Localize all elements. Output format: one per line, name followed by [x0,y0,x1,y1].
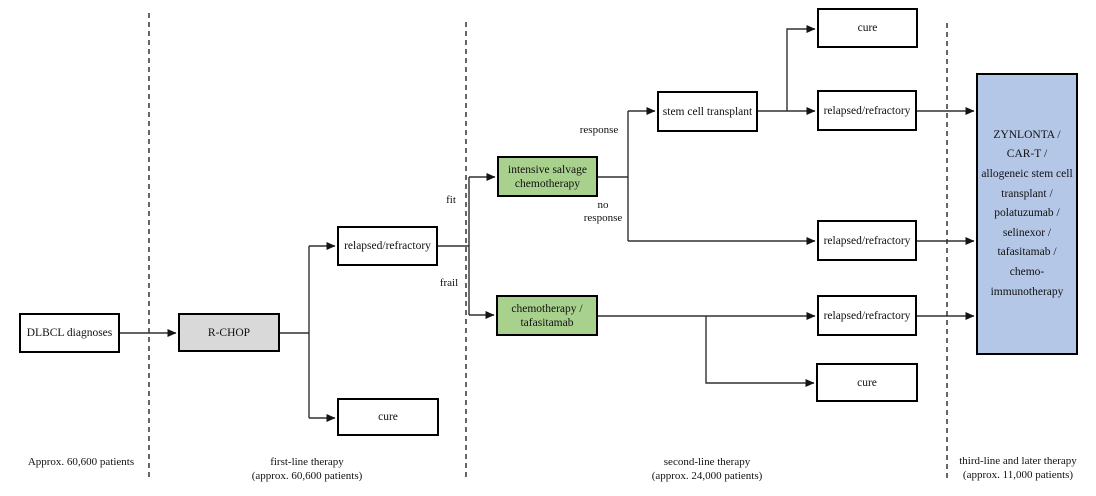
node-stem-cell-transplant: stem cell transplant [657,91,758,132]
node-r-chop: R-CHOP [178,313,280,352]
node-relapsed-refractory-frail-path: relapsed/refractory [817,295,917,336]
node-cure-first-line: cure [337,398,439,436]
lane-label-third-line: third-line and later therapy (approx. 11… [959,455,1077,481]
node-relapsed-refractory-first-line: relapsed/refractory [337,226,438,266]
node-cure-frail-path: cure [816,363,918,402]
edge-label-response: response [579,124,619,136]
node-intensive-salvage-chemotherapy: intensive salvage chemotherapy [497,156,598,197]
node-relapsed-refractory-after-transplant: relapsed/refractory [817,90,917,131]
lane-label-second-line: second-line therapy (approx. 24,000 pati… [651,456,763,482]
node-relapsed-refractory-no-response: relapsed/refractory [817,220,917,261]
edge-label-frail: frail [439,277,459,289]
edge-label-fit: fit [446,194,456,206]
node-dlbcl-diagnoses: DLBCL diagnoses [19,313,120,353]
edge-label-no-response: no response [583,199,623,224]
node-third-line-therapies: ZYNLONTA / CAR-T / allogeneic stem cell … [976,73,1078,355]
node-chemotherapy-tafasitamab: chemotherapy / tafasitamab [496,295,598,336]
node-cure-after-transplant: cure [817,8,918,48]
lane-label-diagnosis: Approx. 60,600 patients [27,456,135,468]
lane-label-first-line: first-line therapy (approx. 60,600 patie… [251,456,363,482]
